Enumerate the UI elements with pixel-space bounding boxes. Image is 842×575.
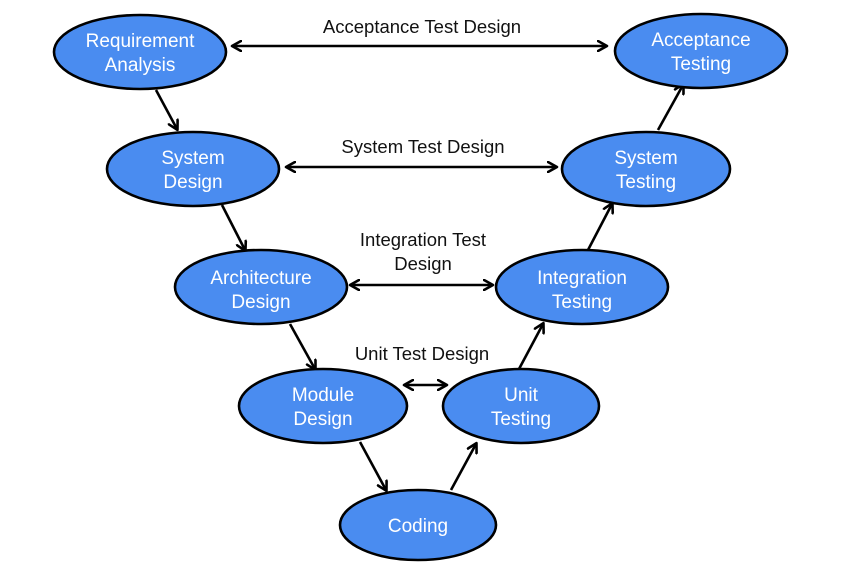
- node-system-testing: System Testing: [560, 130, 732, 208]
- node-requirement-analysis-shape: [52, 13, 228, 91]
- node-module-design: Module Design: [237, 367, 409, 445]
- node-requirement-analysis-line2: Analysis: [105, 55, 176, 76]
- node-unit-testing-line2: Testing: [491, 409, 551, 430]
- node-system-design: System Design: [105, 130, 281, 208]
- node-acceptance-testing-line1: Acceptance: [651, 30, 750, 51]
- arrow-system-design-to-architecture-design: [220, 204, 245, 250]
- integration-test-design-label-line2: Design: [394, 253, 452, 274]
- node-system-design-shape: [105, 130, 281, 208]
- node-system-testing-shape: [560, 130, 732, 208]
- arrow-architecture-design-to-module-design: [288, 323, 315, 369]
- node-module-design-line2: Design: [293, 409, 352, 430]
- node-integration-testing-line2: Testing: [552, 292, 612, 313]
- node-unit-testing-shape: [441, 367, 601, 445]
- unit-test-design-label: Unit Test Design: [355, 343, 489, 364]
- node-system-testing-line1: System: [614, 148, 677, 169]
- node-integration-testing: Integration Testing: [494, 248, 670, 326]
- node-integration-testing-shape: [494, 248, 670, 326]
- node-coding: Coding: [338, 488, 498, 562]
- node-requirement-analysis: Requirement Analysis: [52, 13, 228, 91]
- node-architecture-design-line2: Design: [231, 292, 290, 313]
- node-system-design-line2: Design: [163, 172, 222, 193]
- node-acceptance-testing: Acceptance Testing: [613, 12, 789, 90]
- arrow-integration-testing-to-system-testing: [586, 204, 612, 251]
- arrow-coding-to-unit-testing: [449, 444, 476, 491]
- node-unit-testing: Unit Testing: [441, 367, 601, 445]
- node-coding-line1: Coding: [388, 516, 448, 537]
- node-coding-shape: [338, 488, 498, 562]
- acceptance-test-design-label: Acceptance Test Design: [323, 16, 521, 37]
- node-module-design-line1: Module: [292, 385, 354, 406]
- node-system-testing-line2: Testing: [616, 172, 676, 193]
- arrow-module-design-to-coding: [358, 441, 386, 490]
- node-unit-testing-line1: Unit: [504, 385, 539, 406]
- node-system-design-line1: System: [161, 148, 224, 169]
- node-architecture-design-shape: [173, 248, 349, 326]
- node-acceptance-testing-line2: Testing: [671, 54, 731, 75]
- arrow-requirement-to-system-design: [154, 89, 177, 129]
- system-test-design-label: System Test Design: [341, 136, 504, 157]
- node-requirement-analysis-line1: Requirement: [86, 31, 195, 52]
- arrow-system-testing-to-acceptance-testing: [656, 85, 683, 131]
- node-architecture-design: Architecture Design: [173, 248, 349, 326]
- node-acceptance-testing-shape: [613, 12, 789, 90]
- arrow-unit-testing-to-integration-testing: [517, 324, 543, 370]
- node-module-design-shape: [237, 367, 409, 445]
- node-integration-testing-line1: Integration: [537, 268, 627, 289]
- node-architecture-design-line1: Architecture: [210, 268, 311, 289]
- integration-test-design-label-line1: Integration Test: [360, 229, 486, 250]
